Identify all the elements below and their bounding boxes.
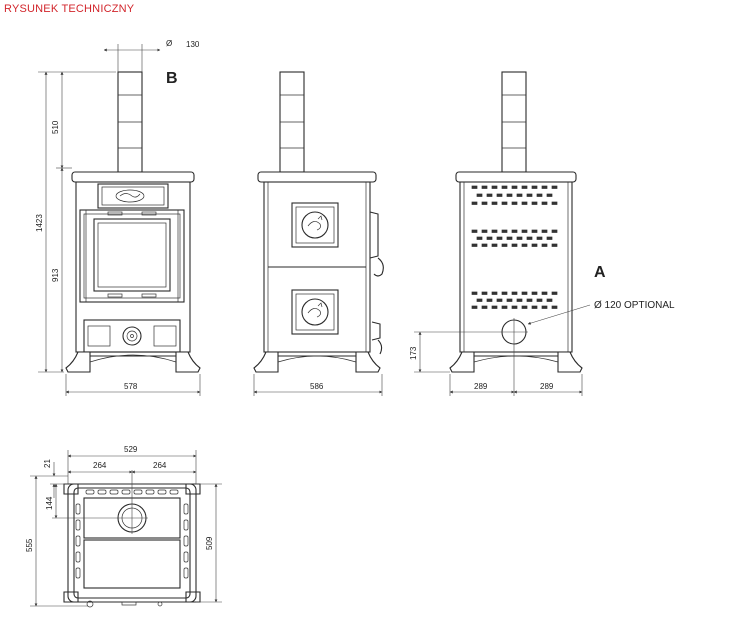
side-depth-label: 586 [310, 382, 324, 391]
front-leg-left [65, 351, 91, 373]
air-regulator-icon [122, 326, 142, 346]
top-half-left-label: 264 [93, 461, 107, 470]
top-width-label: 529 [124, 445, 138, 454]
side-leg-right [355, 351, 381, 373]
optional-outlet-label: Ø 120 OPTIONAL [594, 300, 675, 311]
back-top-plate [455, 171, 577, 183]
back-half-right-label: 289 [540, 382, 554, 391]
back-vent-slots [471, 185, 558, 309]
front-leg-right [175, 351, 201, 373]
top-offset-label: 21 [43, 459, 52, 468]
page-title: RYSUNEK TECHNICZNY [4, 3, 135, 15]
top-depth-body-label: 509 [205, 536, 214, 550]
side-leg-left [253, 351, 279, 373]
front-view [65, 71, 201, 373]
back-dimensions: A Ø 120 OPTIONAL 173 289 289 [409, 264, 675, 396]
tile-cat-icon-upper [301, 211, 329, 239]
flue-diameter-value: 130 [186, 40, 200, 49]
back-leg-right [557, 351, 583, 373]
front-top-plate [71, 171, 195, 183]
top-depth-total-label: 555 [25, 538, 34, 552]
side-tile-upper [291, 202, 339, 248]
top-dimensions: 529 264 264 21 144 555 509 [25, 445, 222, 607]
side-tile-lower [291, 289, 339, 335]
tile-cat-icon-lower [301, 298, 329, 326]
front-width-label: 578 [124, 382, 138, 391]
height-chimney-label: 510 [51, 120, 60, 134]
height-total-label: 1423 [35, 214, 44, 232]
outlet-height-label: 173 [409, 346, 418, 360]
top-outlet-distance-label: 144 [45, 496, 54, 510]
top-vent-slots [75, 489, 189, 579]
back-leg-left [449, 351, 475, 373]
top-view [63, 470, 201, 608]
front-dimensions: Ø 130 B 1423 510 913 578 [35, 39, 201, 396]
back-view [449, 71, 583, 396]
front-glass [93, 218, 171, 292]
outlet-label-b: B [166, 70, 178, 87]
top-half-right-label: 264 [153, 461, 167, 470]
front-logo-icon [115, 189, 145, 203]
height-outlet-label: 913 [51, 268, 60, 282]
side-view [253, 71, 384, 373]
back-body [459, 181, 573, 353]
outlet-label-a: A [594, 264, 606, 281]
side-top-plate [257, 171, 377, 183]
side-dimensions: 586 [253, 374, 383, 396]
back-half-left-label: 289 [474, 382, 488, 391]
flue-diameter-symbol: Ø [166, 39, 172, 48]
